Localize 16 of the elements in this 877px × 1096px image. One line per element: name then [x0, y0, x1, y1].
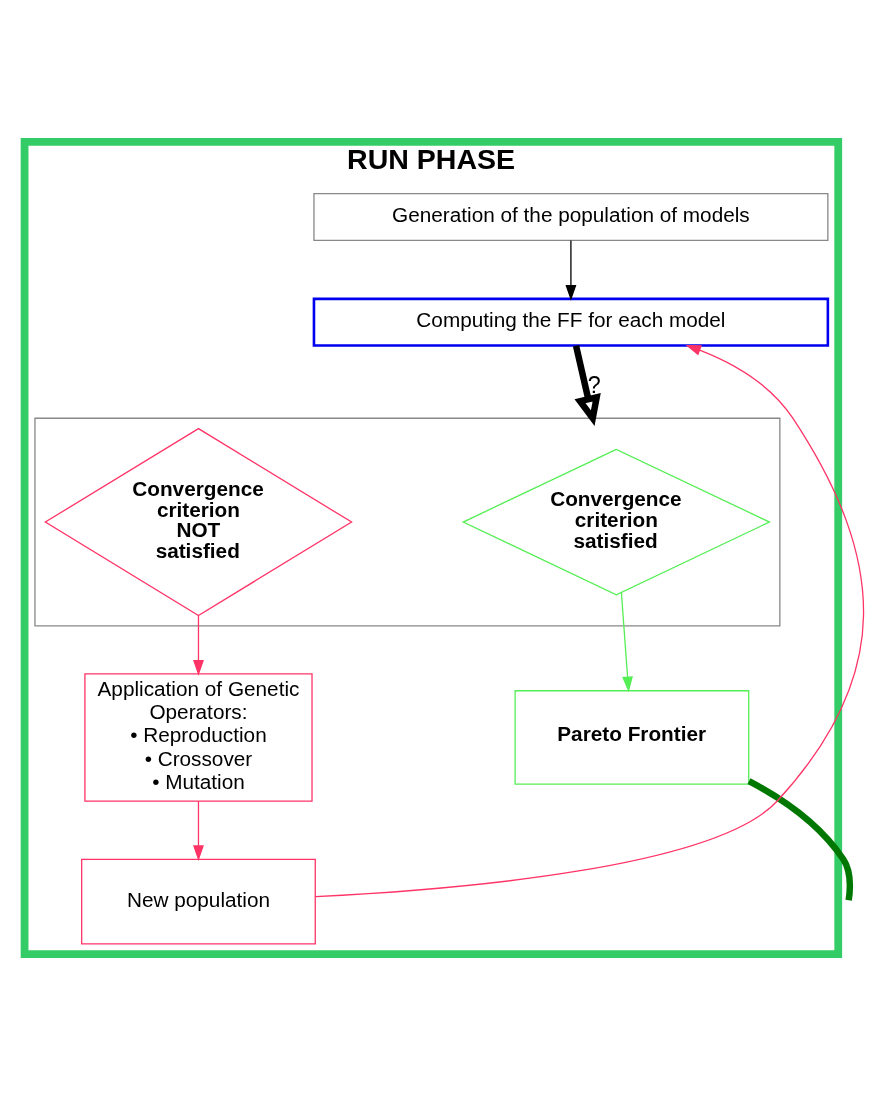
node-box: Pareto Frontier	[513, 690, 749, 785]
node-box: Application of Genetic Operators: • Reproduction • Crossover • Mutation	[83, 673, 313, 802]
node-diamond: Convergence criterion satisfied	[461, 448, 771, 596]
arrow	[572, 345, 601, 427]
edge-label: ?	[587, 371, 601, 398]
node-box: Computing the FF for each model	[312, 297, 829, 347]
node-box: Generation of the population of models	[312, 193, 828, 242]
arrow	[314, 344, 864, 898]
arrow	[620, 591, 633, 693]
arrow	[192, 615, 204, 676]
node-box: New population	[80, 858, 316, 945]
arrow	[192, 800, 204, 861]
connector	[746, 778, 853, 901]
node-diamond: Convergence criterion NOT satisfied	[43, 427, 353, 617]
cluster	[33, 417, 780, 627]
arrow	[564, 239, 576, 301]
